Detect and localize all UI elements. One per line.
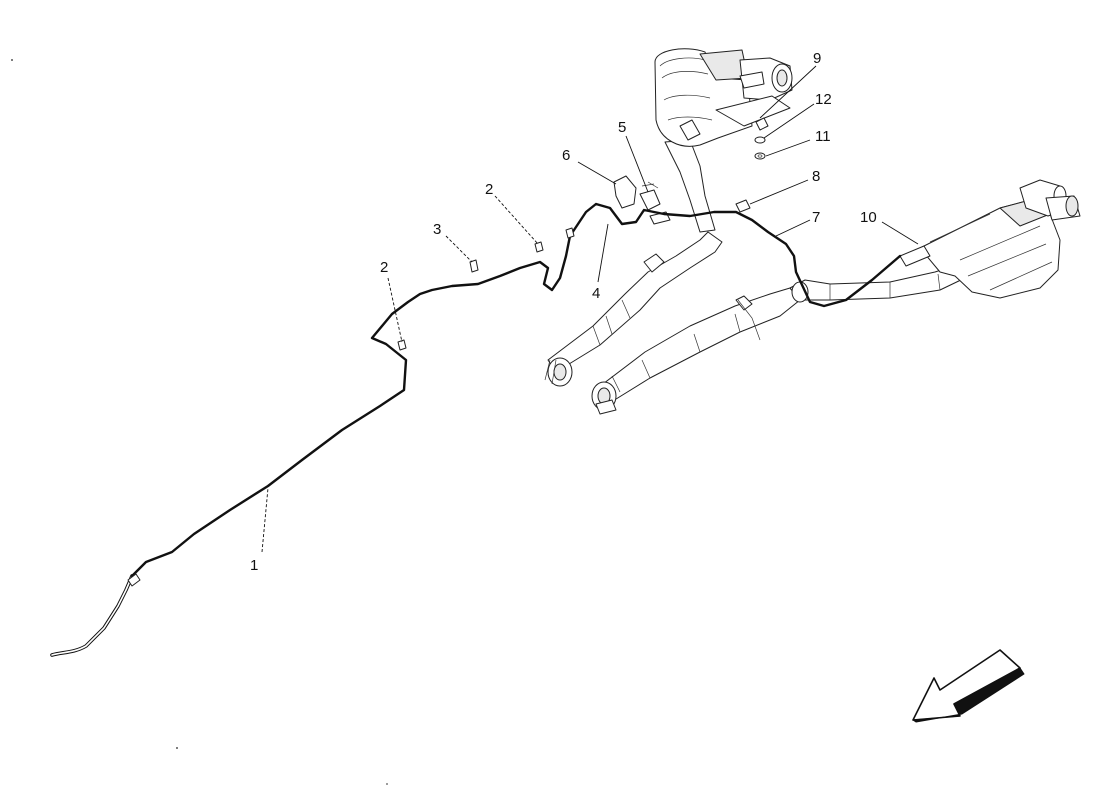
leader-4 [597,223,609,283]
leader-lines [261,65,919,553]
callout-10: 10 [860,209,877,226]
callout-9: 9 [813,50,821,67]
leader-12 [763,103,815,139]
left-muffler [654,48,793,233]
scan-dot [176,747,178,749]
left-inlet-pipe [544,231,723,387]
exhaust-system [544,48,1081,415]
leader-8 [749,179,809,205]
callout-5: 5 [618,119,626,136]
small-fasteners [735,117,769,213]
bracket-assembly [613,175,671,225]
callout-8: 8 [812,168,820,185]
leader-10 [881,221,919,245]
scan-dot [386,783,388,785]
leader-9 [759,65,817,119]
callout-1: 1 [250,557,258,574]
front-direction-arrow-icon [912,649,1025,723]
callout-2a: 2 [380,259,388,276]
leader-1 [261,487,269,553]
tube-1 [50,202,902,657]
callout-2b: 2 [485,181,493,198]
right-muffler [899,179,1081,299]
callout-labels: 1 2 2 3 4 5 6 7 8 9 10 11 12 [250,50,877,574]
leader-2a [387,277,403,343]
callout-3: 3 [433,221,441,238]
callout-4: 4 [592,285,600,302]
callout-6: 6 [562,147,570,164]
leader-11 [765,139,811,157]
scan-dot [11,59,13,61]
leader-6 [577,161,617,185]
callout-7: 7 [812,209,820,226]
callout-12: 12 [815,91,832,108]
leader-5 [625,135,649,193]
leader-3 [445,235,473,263]
leader-2b [494,195,539,245]
callout-11: 11 [815,128,831,145]
leader-7 [775,219,811,237]
